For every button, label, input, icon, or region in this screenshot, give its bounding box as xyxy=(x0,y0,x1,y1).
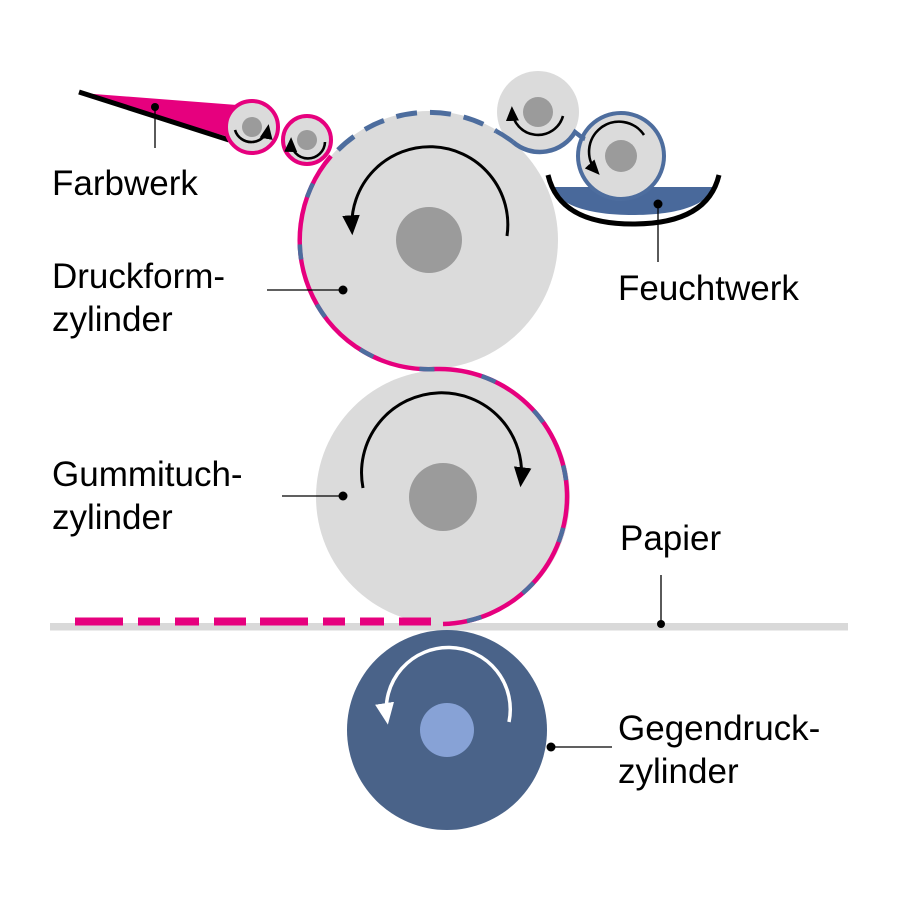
ink-fountain-roller-ccw-arrow-icon xyxy=(233,124,273,144)
blanket-rotation-cw-arrow-icon xyxy=(360,391,532,489)
gegendruckzylinder-label: Gegendruck- zylinder xyxy=(618,707,820,793)
water-film-solid-arc xyxy=(494,129,515,144)
ink-form-roller-cw-arrow-icon xyxy=(284,137,327,160)
farbwerk-pointer-dot xyxy=(151,103,159,111)
blanket-cylinder-hub xyxy=(409,463,477,531)
gegendruck-pointer-dot xyxy=(546,742,556,752)
feuchtwerk-label-text: Feuchtwerk xyxy=(618,269,799,308)
druckformzylinder-label-line2: zylinder xyxy=(52,300,173,339)
gegendruckzylinder-label-line1: Gegendruck- xyxy=(618,709,821,748)
water-tray-fill xyxy=(552,187,714,215)
druckformzylinder-label: Druckform- zylinder xyxy=(52,255,225,341)
feuchtwerk-label: Feuchtwerk xyxy=(618,267,799,310)
dampening-pan-roller-ccw-arrow-icon xyxy=(584,120,646,175)
gummituchzylinder-label-line1: Gummituch- xyxy=(52,455,243,494)
water-film-roller-arc xyxy=(511,128,586,155)
water-film-dashed-arc xyxy=(336,109,498,152)
impression-cylinder-hub xyxy=(420,703,474,757)
gummituchzylinder-label-line2: zylinder xyxy=(52,498,173,537)
plate-rotation-ccw-arrow-icon xyxy=(342,145,510,237)
paper-web-line xyxy=(50,623,848,631)
farbwerk-label-text: Farbwerk xyxy=(52,164,198,203)
impression-rotation-ccw-arrow-icon xyxy=(375,645,513,725)
dampening-pan-roller-hub xyxy=(605,140,637,172)
feuchtwerk-pointer-dot xyxy=(653,199,663,209)
ink-form-roller-hub xyxy=(297,130,317,150)
pointer-lines xyxy=(151,103,665,752)
gegendruckzylinder-label-line2: zylinder xyxy=(618,752,739,791)
gummituchzylinder-label: Gummituch- zylinder xyxy=(52,453,243,539)
druckform-pointer-dot xyxy=(338,285,348,295)
farbwerk-label: Farbwerk xyxy=(52,162,198,205)
ink-fountain-blade xyxy=(78,89,230,143)
ink-fountain-roller-hub xyxy=(242,117,262,137)
plate-cylinder-hub xyxy=(396,207,462,273)
papier-pointer-dot xyxy=(657,620,665,628)
dampening-form-roller-cw-arrow-icon xyxy=(505,106,565,137)
gummituch-pointer-dot xyxy=(338,491,348,501)
water-tray-outline xyxy=(545,174,722,227)
druckformzylinder-label-line1: Druckform- xyxy=(52,257,226,296)
papier-label: Papier xyxy=(620,517,721,560)
papier-label-text: Papier xyxy=(620,519,722,558)
ink-film-path xyxy=(297,154,570,627)
dampening-form-roller-hub xyxy=(523,97,553,127)
